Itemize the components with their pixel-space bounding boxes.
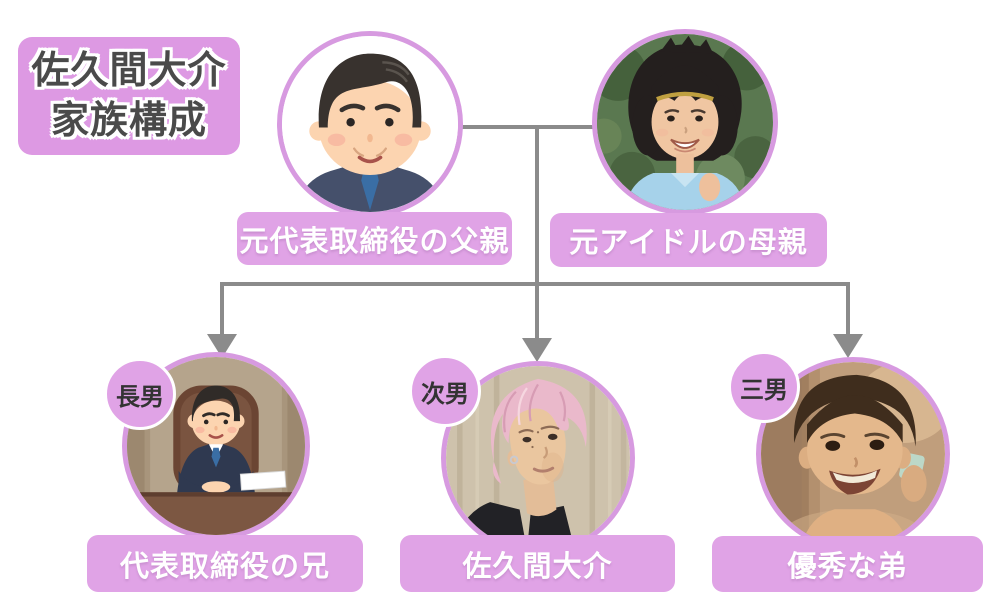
young-boy-vintage-photo — [761, 362, 945, 546]
title-line1: 佐久間大介 — [31, 49, 227, 92]
title-box: 佐久間大介 家族構成 — [18, 37, 240, 155]
second-son-badge-text: 次男 — [421, 380, 469, 408]
father-label: 元代表取締役の父親 — [237, 212, 512, 265]
mother-photo-circle — [592, 29, 778, 215]
second-son-photo-circle — [441, 361, 635, 555]
eldest-son-badge-text: 長男 — [116, 383, 164, 411]
eldest-son-label: 代表取締役の兄 — [87, 535, 363, 592]
second-son-label-text: 佐久間大介 — [462, 550, 613, 583]
third-son-photo-circle — [756, 357, 950, 551]
third-son-badge-text: 三男 — [740, 376, 788, 404]
mother-idol-photo — [597, 34, 773, 210]
eldest-son-badge: 長男 — [104, 358, 176, 430]
mother-label: 元アイドルの母親 — [550, 213, 827, 267]
third-son-label-text: 優秀な弟 — [787, 551, 908, 583]
eldest-son-label-text: 代表取締役の兄 — [119, 550, 330, 583]
father-businessman-illustration — [282, 36, 458, 212]
arrow-to-second — [522, 338, 552, 362]
title-line2: 家族構成 — [50, 100, 207, 142]
third-son-badge: 三男 — [728, 351, 800, 423]
arrow-to-third — [833, 334, 863, 358]
arrow-to-eldest — [207, 334, 237, 358]
father-label-text: 元代表取締役の父親 — [239, 225, 510, 258]
mother-label-text: 元アイドルの母親 — [569, 227, 808, 259]
second-son-label: 佐久間大介 — [400, 535, 675, 592]
father-photo-circle — [277, 31, 463, 217]
third-son-label: 優秀な弟 — [712, 536, 983, 592]
second-son-badge: 次男 — [409, 355, 481, 427]
